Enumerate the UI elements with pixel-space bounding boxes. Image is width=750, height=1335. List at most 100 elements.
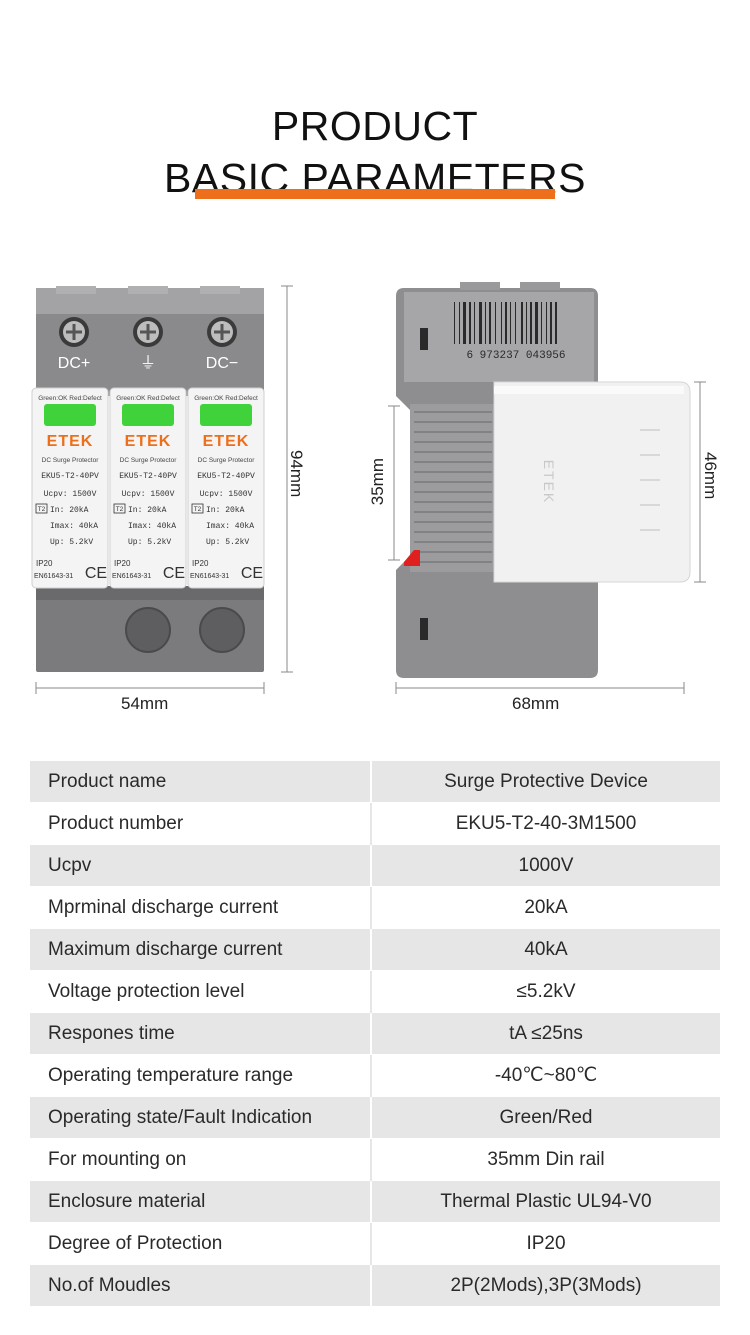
table-row: Voltage protection level≤5.2kV [30, 970, 720, 1013]
barcode-number: 6 973237 043956 [466, 350, 565, 362]
module-imax: Imax: 40kA [50, 522, 98, 531]
module-in: In: 20kA [128, 506, 167, 515]
screw-icon [133, 317, 163, 347]
module-status-label: Green:OK Red:Defect [116, 395, 180, 402]
param-name: No.of Moudles [30, 1264, 371, 1307]
module-type: DC Surge Protector [198, 457, 256, 464]
module-std: EN61643-31 [112, 573, 151, 580]
front-height-dimension [281, 285, 293, 673]
module-in: In: 20kA [206, 506, 245, 515]
param-name: Maximum discharge current [30, 928, 371, 971]
param-name: Voltage protection level [30, 970, 371, 1013]
product-drawing: DC+ ⏚ DC− Green:OK Red:Defect ETEK DC Su… [31, 282, 706, 694]
brand-logo: ETEK [47, 433, 94, 450]
module-std: EN61643-31 [190, 573, 229, 580]
rail-dimension [388, 405, 400, 561]
module-class: T2 [116, 506, 124, 513]
param-name: Enclosure material [30, 1180, 371, 1223]
module-up: Up: 5.2kV [206, 538, 249, 547]
module-model: EKU5-T2-40PV [41, 472, 99, 481]
module-class: T2 [38, 506, 46, 513]
module-model: EKU5-T2-40PV [197, 472, 255, 481]
module-2: Green:OK Red:Defect ETEK DC Surge Protec… [109, 387, 187, 589]
param-value: Surge Protective Device [370, 761, 720, 803]
module-in: In: 20kA [50, 506, 89, 515]
param-value: 20kA [370, 886, 720, 929]
front-width-label: 54mm [121, 694, 169, 713]
param-value: EKU5-T2-40-3M1500 [370, 802, 720, 845]
param-name: Product name [30, 761, 371, 803]
front-width-dimension [35, 682, 265, 694]
module-imax: Imax: 40kA [128, 522, 176, 531]
brand-logo: ETEK [125, 433, 172, 450]
module-ucpv: Ucpv: 1500V [200, 490, 253, 499]
module-ucpv: Ucpv: 1500V [122, 490, 175, 499]
front-height-label: 94mm [287, 450, 306, 498]
module-type: DC Surge Protector [120, 457, 178, 464]
module-ip: IP20 [114, 559, 131, 568]
param-value: 35mm Din rail [370, 1138, 720, 1181]
terminal-label-dc-minus: DC− [206, 355, 238, 372]
param-name: Product number [30, 802, 371, 845]
module-status-label: Green:OK Red:Defect [194, 395, 258, 402]
side-view: 6 973237 043956 ETEK [388, 282, 706, 694]
param-name: Ucpv [30, 844, 371, 887]
product-figure: DC+ ⏚ DC− Green:OK Red:Defect ETEK DC Su… [0, 270, 750, 730]
param-value: ≤5.2kV [370, 970, 720, 1013]
screw-icon [207, 317, 237, 347]
param-value: Thermal Plastic UL94-V0 [370, 1180, 720, 1223]
module-ip: IP20 [36, 559, 53, 568]
status-indicator-window [44, 404, 96, 426]
module-ucpv: Ucpv: 1500V [44, 490, 97, 499]
module-up: Up: 5.2kV [50, 538, 93, 547]
title-line-1: PRODUCT [271, 103, 479, 149]
terminal-label-dc-plus: DC+ [58, 355, 90, 372]
module-status-label: Green:OK Red:Defect [38, 395, 102, 402]
din-rail-clip [404, 550, 420, 566]
brand-logo: ETEK [203, 433, 250, 450]
module-std: EN61643-31 [34, 573, 73, 580]
screw-icon [59, 317, 89, 347]
module-3: Green:OK Red:Defect ETEK DC Surge Protec… [187, 387, 265, 589]
side-height-dimension [694, 381, 706, 583]
module-imax: Imax: 40kA [206, 522, 254, 531]
param-name: For mounting on [30, 1138, 371, 1181]
param-name: Degree of Protection [30, 1222, 371, 1265]
param-value: 1000V [370, 844, 720, 887]
side-logo: ETEK [541, 460, 557, 505]
side-width-label: 68mm [512, 694, 560, 713]
side-height-label: 46mm [701, 452, 720, 500]
module-model: EKU5-T2-40PV [119, 472, 177, 481]
ce-mark-icon: CE [163, 565, 185, 582]
param-name: Mprminal discharge current [30, 886, 371, 929]
param-value: 40kA [370, 928, 720, 971]
module-1: Green:OK Red:Defect ETEK DC Surge Protec… [31, 387, 109, 589]
barcode [450, 300, 582, 346]
param-value: 2P(2Mods),3P(3Mods) [370, 1264, 720, 1307]
param-name: Operating temperature range [30, 1054, 371, 1097]
param-value: tA ≤25ns [370, 1012, 720, 1055]
param-name: Respones time [30, 1012, 371, 1055]
param-value: IP20 [370, 1222, 720, 1265]
param-value: Green/Red [370, 1096, 720, 1139]
param-name: Operating state/Fault Indication [30, 1096, 371, 1139]
module-class: T2 [194, 506, 202, 513]
status-indicator-window [200, 404, 252, 426]
ce-mark-icon: CE [85, 565, 107, 582]
table-row: Operating temperature range-40℃~80℃ [30, 1054, 720, 1097]
front-view: DC+ ⏚ DC− Green:OK Red:Defect ETEK DC Su… [31, 285, 293, 694]
ce-mark-icon: CE [241, 565, 263, 582]
side-width-dimension [395, 682, 685, 694]
module-type: DC Surge Protector [42, 457, 100, 464]
rail-label: 35mm [368, 458, 387, 506]
